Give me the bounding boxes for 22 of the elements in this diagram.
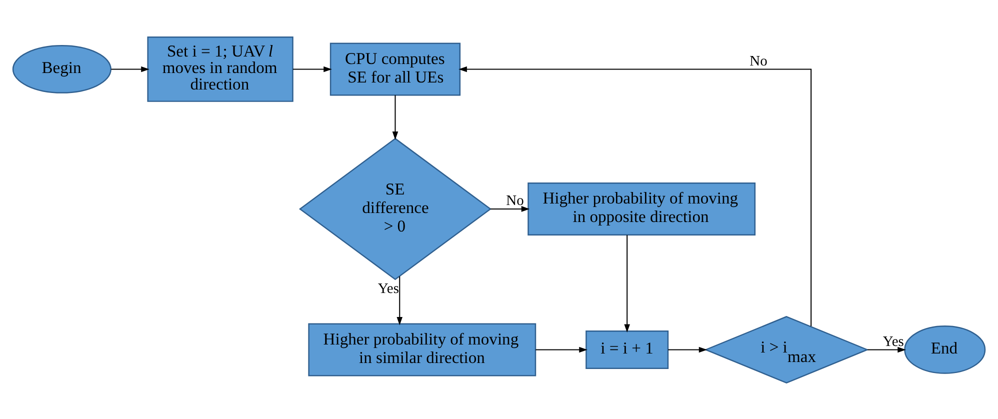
- node-box: Set i = 1; UAV l moves in random direction: [147, 36, 294, 102]
- arrow: [396, 276, 403, 325]
- edge-label: No: [750, 52, 768, 69]
- node-ellipse: End: [904, 325, 986, 374]
- edge-label: Yes: [378, 280, 399, 297]
- node-box: Higher probability of moving in opposite direction: [528, 182, 756, 235]
- arrow: [624, 234, 630, 332]
- arrow: [536, 346, 588, 352]
- arrow: [868, 346, 906, 352]
- arrow: [292, 66, 332, 72]
- arrow: [668, 346, 708, 352]
- edge-label: Yes: [882, 333, 904, 350]
- arrow: [111, 66, 150, 72]
- edge-label: No: [506, 192, 524, 209]
- node-box: i = i + 1: [586, 330, 669, 368]
- arrow: [490, 206, 530, 212]
- node-ellipse: Begin: [12, 44, 112, 93]
- node-diamond: SE difference > 0: [298, 137, 492, 280]
- node-box: CPU computes SE for all UEs: [330, 42, 461, 96]
- arrow: [458, 66, 812, 326]
- arrow: [392, 94, 398, 140]
- node-box: Higher probability of moving in similar direction: [308, 322, 536, 376]
